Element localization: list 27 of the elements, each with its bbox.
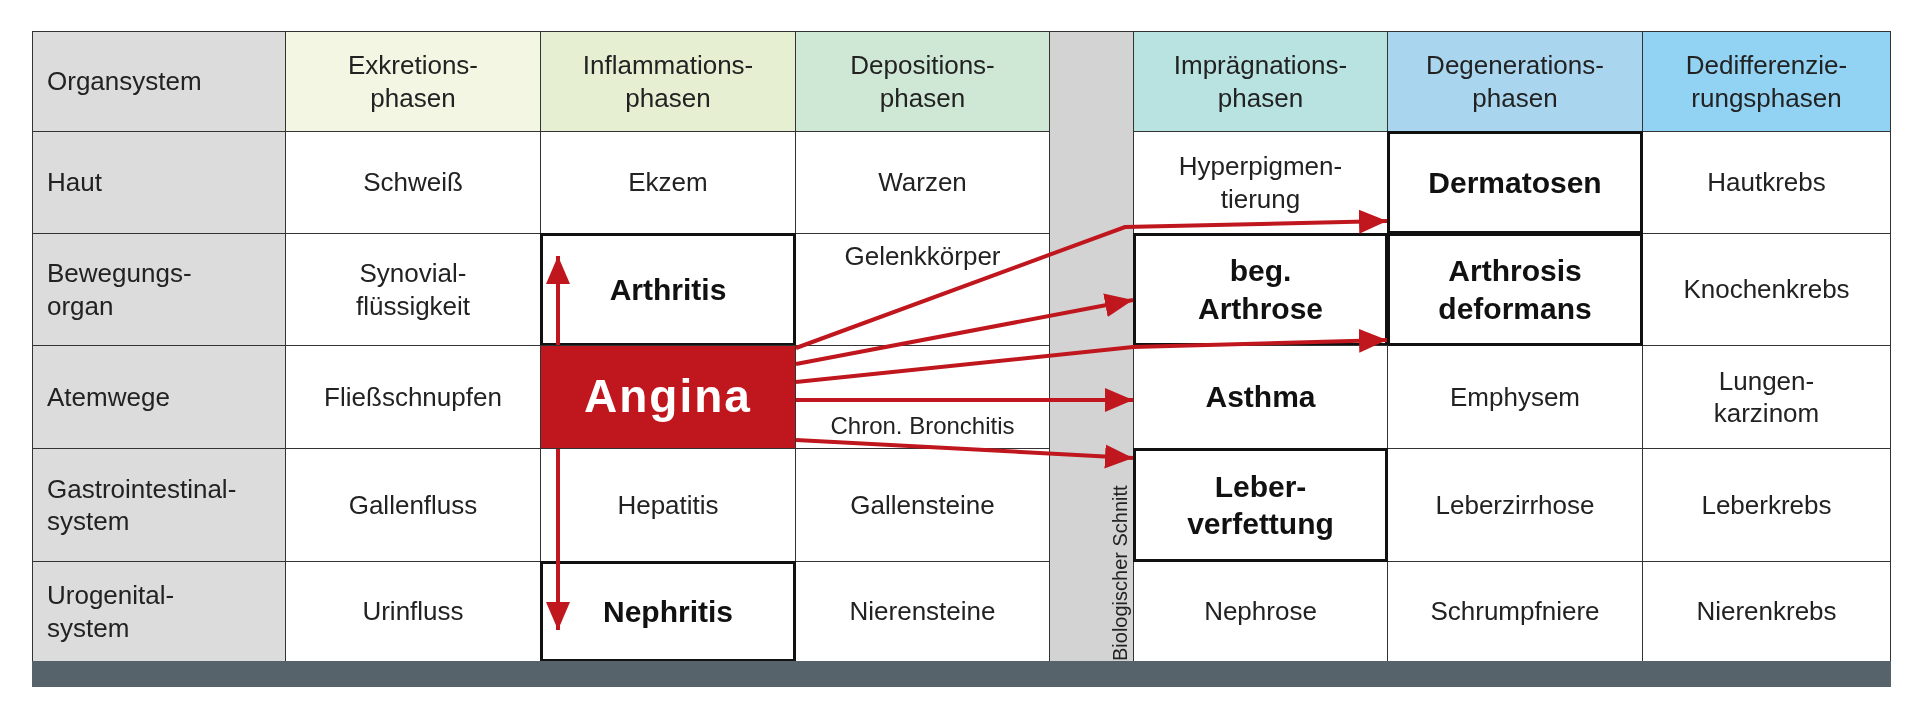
row-header-cell: Haut [32,131,286,234]
arrow [546,256,570,345]
header-cell: Depositions- phasen [795,31,1050,132]
row-header-cell: Bewegungs- organ [32,233,286,346]
highlighted-cell: beg. Arthrose [1133,233,1388,346]
arrow [795,293,1134,366]
arrow [795,328,1388,384]
header-cell: Organsystem [32,31,286,132]
header-cell: Dedifferenzie- rungsphasen [1642,31,1891,132]
header-cell: Inflammations- phasen [540,31,796,132]
header-cell: Degenerations- phasen [1387,31,1643,132]
row-header-cell: Atemwege [32,345,286,449]
header-cell: Exkretions- phasen [285,31,541,132]
highlighted-cell: Arthrosis deformans [1387,233,1643,346]
vertical-band: Biologischer Schnitt [1049,31,1134,662]
arrow [796,388,1133,412]
highlighted-cell: Leber- verfettung [1133,448,1388,562]
highlighted-cell: Arthritis [540,233,796,346]
highlighted-cell: Dermatosen [1387,131,1643,234]
highlighted-cell: Angina [540,345,796,449]
row-header-cell: Gastrointestinal- system [32,448,286,562]
row-header-cell: Urogenital- system [32,561,286,662]
highlighted-cell: Nephritis [540,561,796,662]
arrow [546,449,570,630]
header-cell: Imprägnations- phasen [1133,31,1388,132]
arrow [795,438,1134,469]
arrow [795,209,1388,350]
